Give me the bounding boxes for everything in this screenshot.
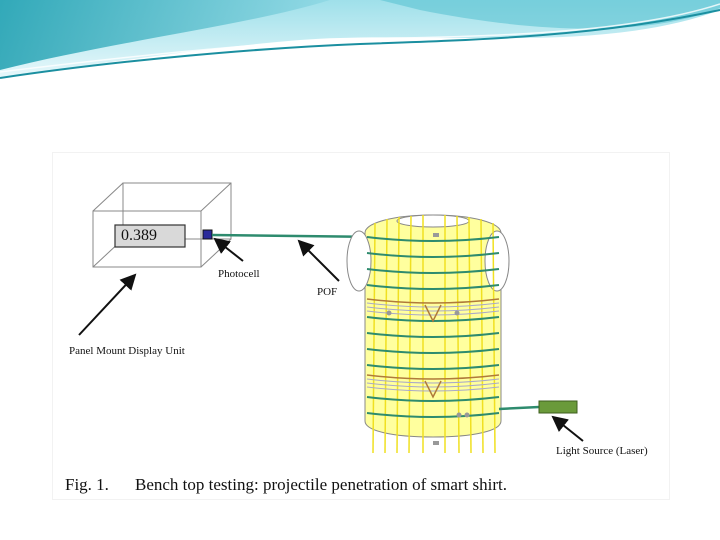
display-reading: 0.389 [121,227,157,244]
laser-fiber [498,405,540,411]
smart-shirt [346,214,510,454]
panel-arrow [78,273,137,336]
photocell-label: Photocell [218,268,260,280]
figure-number: Fig. 1. [65,475,109,494]
display-screen [114,224,186,248]
panel-mount-label: Panel Mount Display Unit [69,345,185,357]
pof-arrow [297,239,340,282]
caption-text: Bench top testing: projectile penetratio… [135,475,508,494]
laser-source [538,400,578,414]
photocell [202,229,213,240]
pof-label: POF [317,286,338,298]
bench-test-diagram [78,182,584,454]
light-source-label: Light Source (Laser) [556,445,648,457]
figure-panel: 0.389 Photocell POF Panel Mount Display … [52,152,670,500]
laser-arrow [551,415,584,442]
figure-caption: Fig. 1. Bench top testing: projectile pen… [65,475,507,495]
header-wave-decoration [0,0,720,79]
photocell-arrow [213,237,244,262]
